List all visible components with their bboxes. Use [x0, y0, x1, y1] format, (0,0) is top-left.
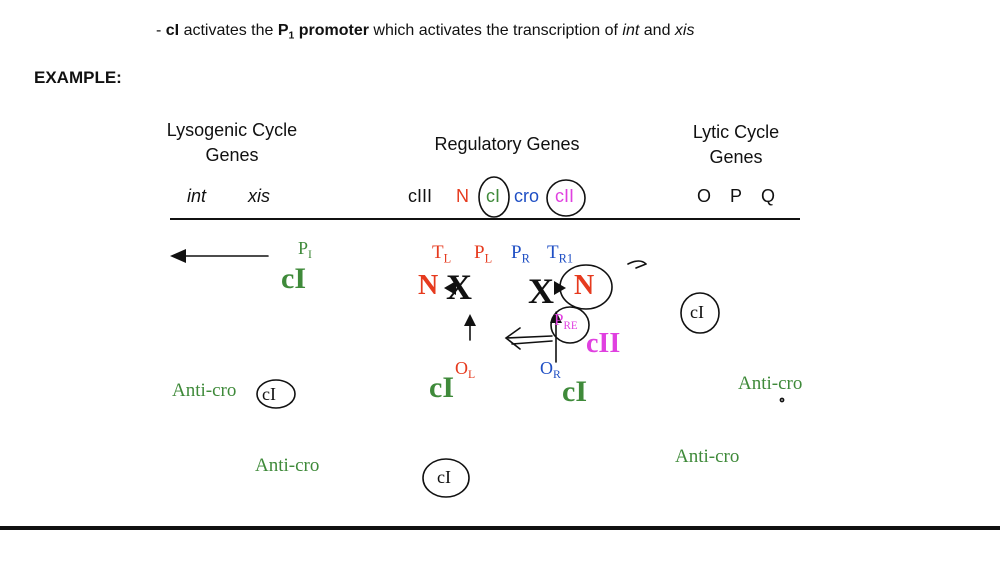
example-label: EXAMPLE: [34, 68, 122, 87]
label-ci-left: cI [281, 262, 306, 295]
label-ci-circled-bottom: cI [437, 467, 451, 487]
bullet-p: P [277, 22, 289, 39]
label-or: OR [540, 358, 561, 381]
lytic-heading-line-1: Lytic Cycle [692, 122, 780, 142]
label-n-left: N [418, 270, 439, 301]
lytic-heading-line-2: Genes [709, 147, 763, 167]
label-or-sub: R [553, 368, 561, 382]
circle-gene-ci [478, 176, 510, 218]
label-ol-main: O [455, 358, 468, 378]
bottom-rule [0, 526, 1000, 530]
label-ol: OL [455, 358, 475, 381]
bullet-text-2: which activates the transcription of [368, 22, 623, 39]
arrowhead-left [170, 249, 186, 263]
label-p1: PI [298, 238, 312, 261]
label-tl: TL [432, 242, 451, 266]
label-pr-main: P [511, 242, 522, 263]
bullet-and: and [639, 22, 675, 39]
circle-ci-left [256, 379, 296, 409]
label-x-left: X [446, 267, 472, 307]
label-pl-main: P [474, 242, 485, 263]
label-anti-cro-4: Anti-cro [255, 455, 320, 476]
gene-int: int [187, 186, 207, 206]
arrow-left-scribble [504, 327, 553, 350]
label-pr: PR [511, 242, 530, 266]
arrowhead-ol [464, 314, 476, 326]
arrowhead-or [550, 311, 562, 323]
label-ol-sub: L [468, 368, 476, 382]
label-pl: PL [474, 242, 492, 266]
arrowhead-n-left [444, 281, 456, 295]
gene-cii: cII [555, 186, 575, 206]
gene-ciii: cIII [408, 186, 433, 206]
lysogenic-heading: Lysogenic Cycle Genes [162, 118, 302, 168]
dna-line [170, 218, 800, 220]
label-n-right: N [574, 270, 595, 301]
bullet-text-1: activates the [179, 22, 278, 39]
label-or-main: O [540, 358, 553, 378]
label-x-right: X [528, 271, 554, 311]
label-tl-main: T [432, 242, 444, 263]
label-pre-main: P [554, 310, 564, 329]
gene-ci: cI [486, 186, 501, 206]
regulatory-heading: Regulatory Genes [434, 134, 580, 154]
circle-ci-bottom [422, 458, 470, 498]
label-cii-big: cII [586, 328, 621, 359]
label-tr1: TR1 [547, 242, 573, 266]
label-anti-cro-1: Anti-cro [172, 380, 237, 401]
gene-q: Q [761, 186, 776, 206]
gene-cro: cro [514, 186, 540, 206]
gene-o: O [697, 186, 712, 206]
label-p1-main: P [298, 238, 309, 258]
circle-ci-right [680, 292, 720, 334]
dot-mark [779, 397, 785, 403]
label-pre-sub: RE [563, 319, 578, 332]
label-pl-sub: L [484, 251, 493, 266]
label-ci-or: cI [562, 375, 587, 408]
label-anti-cro-2: Anti-cro [738, 373, 803, 394]
label-pr-sub: R [521, 251, 530, 266]
lytic-heading: Lytic Cycle Genes [684, 120, 788, 170]
label-pre: PRE [554, 310, 578, 332]
label-anti-cro-3: Anti-cro [675, 446, 740, 467]
label-tr1-sub: R1 [558, 251, 574, 266]
bullet-promoter: promoter [294, 22, 369, 39]
bullet-p-sub: 1 [288, 30, 295, 42]
bullet-dash: - [156, 22, 166, 39]
label-tl-sub: L [443, 251, 452, 266]
gene-p: P [730, 186, 743, 206]
bullet-xis: xis [674, 22, 695, 39]
circle-gene-cii [546, 179, 586, 217]
lysogenic-heading-line-2: Genes [205, 145, 259, 165]
circle-pre [550, 306, 590, 344]
bullet-text: - cI activates the P1 promoter which act… [156, 22, 694, 42]
gene-xis: xis [248, 186, 270, 206]
gene-n: N [456, 186, 469, 206]
arrowhead-n-right [554, 281, 566, 295]
label-tr1-main: T [547, 242, 559, 263]
label-ci-circled-left: cI [262, 384, 276, 404]
lysogenic-heading-line-1: Lysogenic Cycle [166, 120, 298, 140]
bullet-int: int [622, 22, 640, 39]
label-p1-sub: I [308, 248, 312, 262]
label-ci-circled-right: cI [690, 302, 704, 322]
label-ci-ol: cI [429, 371, 454, 404]
bullet-ci: cI [165, 22, 180, 39]
small-arrow-right [627, 260, 647, 269]
